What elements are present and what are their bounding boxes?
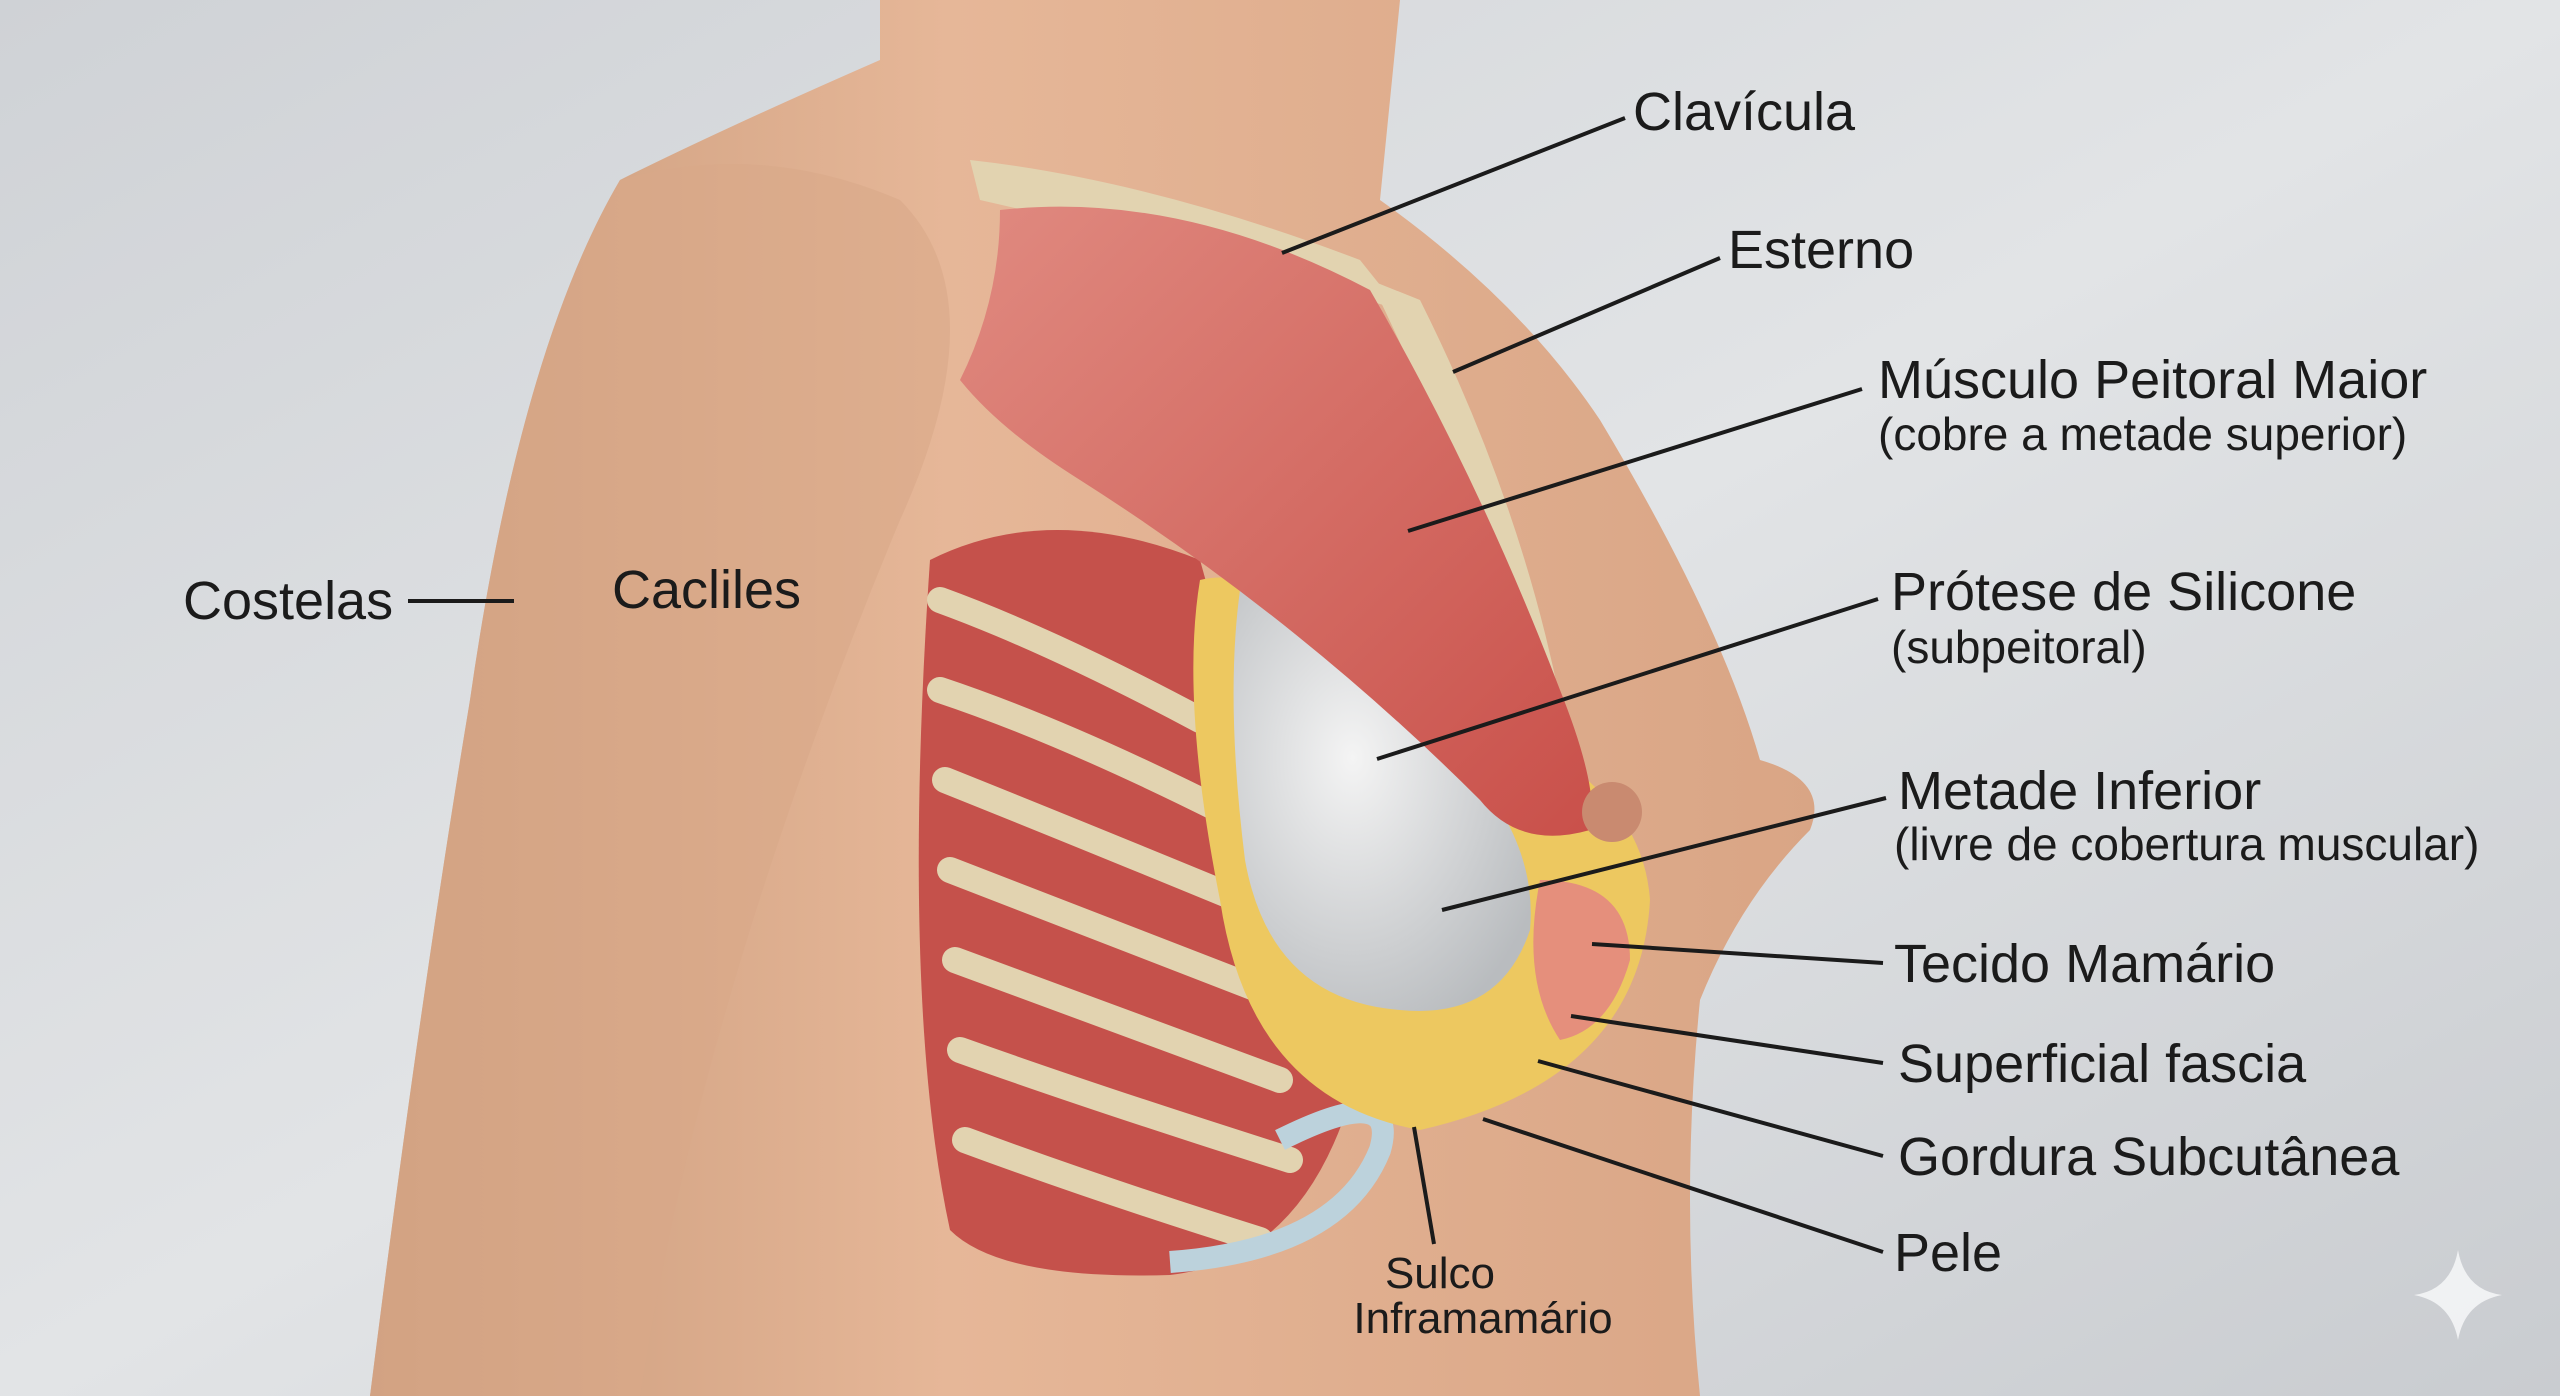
pectoralis-major (960, 206, 1592, 836)
label-esterno: Esterno (1728, 220, 1914, 280)
costal-cartilage (1169, 1101, 1394, 1273)
label-metade-title: Metade Inferior (1898, 761, 2261, 821)
breast-tissue (1533, 880, 1630, 1040)
nipple (1582, 782, 1642, 842)
leader-protese (1376, 597, 1879, 761)
label-cacliles: Cacliles (612, 560, 801, 620)
ribs (927, 587, 1303, 1253)
leader-musculo (1407, 387, 1863, 533)
label-metade-sub: (livre de cobertura muscular) (1894, 818, 2479, 870)
leader-tecido (1591, 942, 1884, 965)
leader-clavicula (1281, 116, 1626, 255)
leader-gordura (1537, 1059, 1884, 1158)
label-protese-sub: (subpeitoral) (1891, 621, 2147, 673)
leader-metade (1441, 796, 1887, 912)
arm (370, 164, 950, 1396)
label-fascia: Superficial fascia (1898, 1034, 2307, 1094)
leader-esterno (1452, 256, 1721, 374)
label-musculo-title: Músculo Peitoral Maior (1878, 350, 2427, 410)
leader-sulco (1412, 1126, 1436, 1245)
leader-pele (1482, 1117, 1884, 1254)
sparkle-icon (2414, 1250, 2502, 1340)
label-gordura: Gordura Subcutânea (1898, 1127, 2400, 1187)
label-protese-title: Prótese de Silicone (1891, 562, 2356, 622)
label-musculo-sub: (cobre a metade superior) (1878, 408, 2407, 460)
label-pele: Pele (1894, 1223, 2002, 1283)
label-clavicula: Clavícula (1633, 82, 1856, 142)
label-sulco-1: Sulco (1385, 1249, 1495, 1298)
label-costelas: Costelas (183, 571, 393, 631)
label-sulco-2: Inframamário (1353, 1294, 1612, 1343)
label-tecido: Tecido Mamário (1894, 934, 2275, 994)
leader-fascia (1570, 1014, 1884, 1065)
